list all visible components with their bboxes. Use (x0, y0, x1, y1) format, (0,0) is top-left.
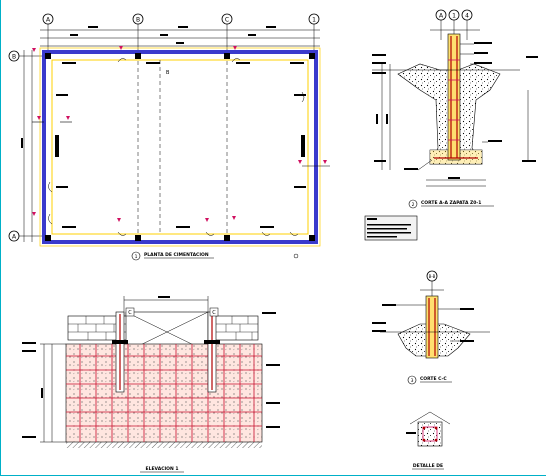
plan-columns (45, 53, 315, 241)
plan-leaders (48, 58, 305, 236)
detail-stirrup (422, 426, 438, 442)
elevation-reinforcement-grid (66, 344, 262, 442)
adjacent-section-partial (522, 56, 538, 162)
svg-text:A: A (46, 17, 51, 24)
plan-dim-text-marks (70, 26, 276, 44)
section-c-labels (372, 304, 474, 342)
svg-text:1: 1 (452, 13, 456, 20)
detail-label (406, 432, 416, 434)
svg-text:C: C (128, 310, 132, 316)
svg-text:A: A (439, 13, 444, 20)
svg-text:A: A (12, 234, 17, 241)
section-a-stirrups (448, 59, 460, 141)
elevation-title: ELEVACION 1 (140, 466, 184, 473)
svg-text:1: 1 (135, 254, 138, 260)
section-c-bubble: B-B (426, 270, 438, 282)
elevation-left-dimensions (40, 343, 66, 443)
plan-section-marker-b: B (166, 70, 170, 76)
svg-text:B: B (136, 17, 140, 24)
plan-left-dim-text (21, 138, 23, 148)
footing-inner-outline (51, 59, 309, 235)
elevation-labels (22, 312, 280, 438)
elevation-top-dim-text (158, 296, 170, 298)
svg-text:CORTE C-C: CORTE C-C (420, 376, 447, 382)
svg-text:DETALLE DE: DETALLE DE (413, 463, 443, 469)
elevation-columns (112, 311, 220, 393)
svg-text:1: 1 (312, 17, 316, 24)
svg-text:CORTE A-A ZAPATA Z0-1: CORTE A-A ZAPATA Z0-1 (421, 200, 481, 206)
plan-title: 1 PLANTA DE CIMENTACION (131, 251, 214, 261)
elevation-ground-hatch (66, 442, 262, 448)
column-detail: DETALLE DE (406, 411, 451, 470)
section-c-column (425, 295, 439, 359)
footing-outer-outline (39, 47, 321, 247)
plan-top-dimensions (40, 24, 320, 50)
section-a-notes-box (364, 215, 418, 241)
svg-text:PLANTA DE CIMENTACION: PLANTA DE CIMENTACION (144, 252, 209, 258)
svg-text:ELEVACION 1: ELEVACION 1 (146, 466, 179, 472)
section-a-rebar (434, 36, 478, 159)
detail-dimension-lines (409, 411, 451, 425)
svg-text:3: 3 (411, 378, 414, 384)
detail-section-square (417, 421, 443, 447)
elevation-left-dim-text (41, 388, 43, 398)
section-c-c: B-B 3 CORTE C-C (372, 270, 490, 385)
section-c-leader-lines (396, 304, 460, 342)
elevation-soil-block (65, 343, 263, 443)
footing-outline (42, 50, 318, 244)
svg-text:4: 4 (465, 13, 469, 20)
section-a-bubbles: A 1 4 (435, 9, 473, 21)
section-c-title: 3 CORTE C-C (407, 375, 452, 385)
elevation-1: C C ELEVACION 1 (22, 296, 280, 473)
svg-text:2: 2 (412, 202, 415, 208)
detail-bars (422, 426, 438, 442)
plan-labels (56, 62, 306, 228)
section-a-a: A 1 4 (364, 9, 538, 241)
svg-text:B-B: B-B (429, 274, 436, 279)
svg-text:C: C (225, 17, 229, 24)
detail-title: DETALLE DE (412, 463, 444, 470)
plan-section-cuts (32, 121, 330, 167)
grid-bubble-col-1: 1 (308, 13, 320, 25)
section-a-title: 2 CORTE A-A ZAPATA Z0-1 (408, 199, 494, 209)
section-a-column (447, 33, 461, 161)
section-a-leader-lines (417, 43, 488, 171)
elevation-section-marker-left: C (125, 307, 135, 317)
foundation-plan: A B C 1 B A (8, 13, 330, 261)
section-a-labels (372, 42, 502, 179)
grid-bubble-col-c: C (221, 13, 233, 25)
grid-bubble-col-a: A (42, 13, 54, 25)
plan-internal-gridlines (137, 54, 228, 240)
plan-section-arrows (32, 46, 327, 222)
grid-bubble-row-b: B (8, 50, 20, 62)
grid-bubble-row-a: A (8, 230, 20, 242)
plan-north-marker (293, 253, 299, 259)
grid-bubble-col-b: B (132, 13, 144, 25)
svg-text:C: C (212, 310, 216, 316)
section-c-rebar (428, 298, 436, 356)
section-a-dimensions (381, 20, 486, 187)
elevation-section-marker-right: C (209, 307, 219, 317)
svg-text:B: B (12, 54, 16, 61)
